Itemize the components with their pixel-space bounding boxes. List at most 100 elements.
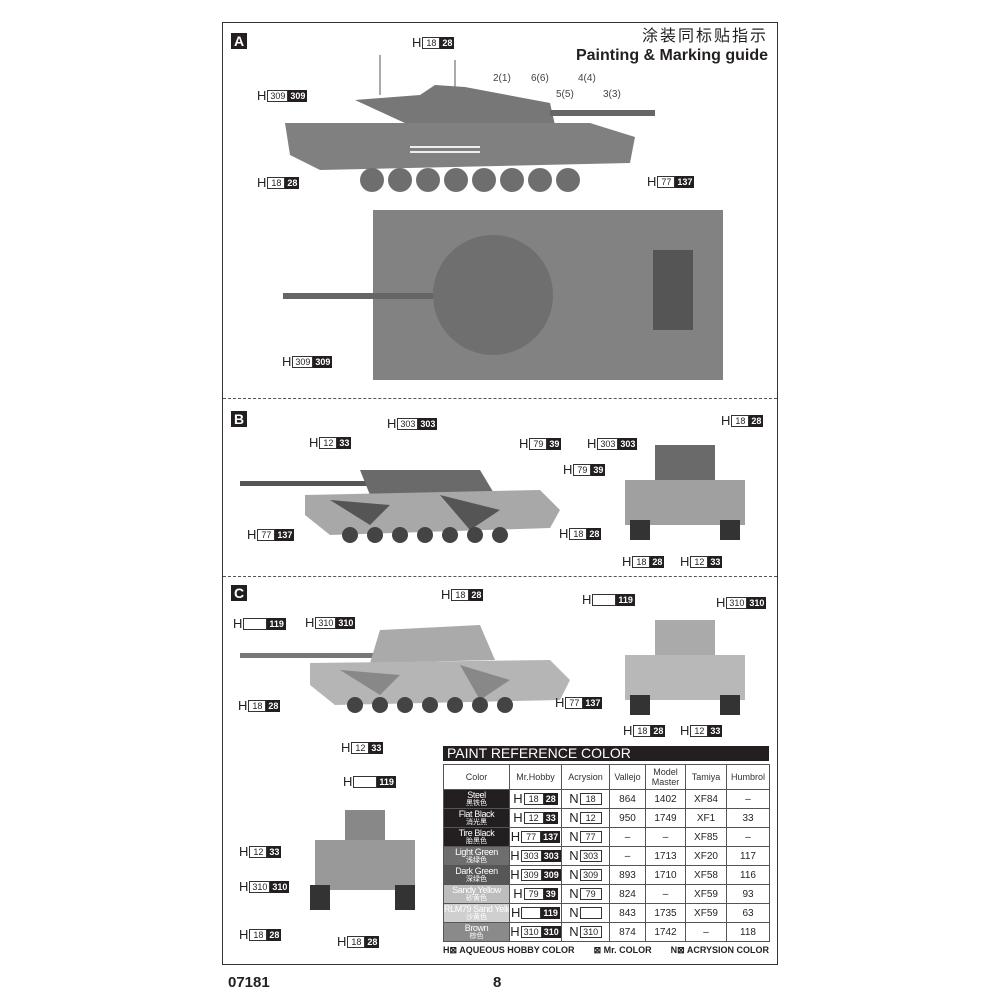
mr-color-code: 28 xyxy=(543,792,558,805)
color-name: Steel xyxy=(467,789,486,800)
color-name-cn: 沙黄色 xyxy=(466,913,487,921)
humbrol-cell: 117 xyxy=(726,846,770,866)
vallejo-cell: 893 xyxy=(609,865,646,885)
humbrol-cell: 118 xyxy=(726,922,770,942)
color-legend: H⊠ AQUEOUS HOBBY COLOR ⊠ Mr. COLOR N⊠ AC… xyxy=(443,945,769,956)
acrysion-code: 79 xyxy=(579,887,602,900)
humbrol-cell: – xyxy=(726,789,770,809)
acrysion-code: 77 xyxy=(579,830,602,843)
mr-color-code: 303 xyxy=(541,849,561,862)
tank-side-view-b xyxy=(240,470,560,543)
column-header: Model Master xyxy=(645,764,686,790)
model-master-cell: 1749 xyxy=(645,808,686,828)
table-title: PAINT REFERENCE COLOR xyxy=(443,746,769,761)
title-english: Painting & Marking guide xyxy=(575,47,768,64)
column-header: Color xyxy=(443,764,510,790)
mr-color-code: 119 xyxy=(541,906,560,919)
color-name: RLM79 Sand Yellow xyxy=(444,903,509,914)
color-name-cell: RLM79 Sand Yellow沙黄色 xyxy=(443,903,510,923)
column-header: Mr.Hobby xyxy=(509,764,562,790)
color-name-cn: 砂黄色 xyxy=(466,894,487,902)
section-label-a: A xyxy=(231,33,247,49)
mr-color-code: 33 xyxy=(543,811,558,824)
color-name: Sandy Yellow xyxy=(452,884,501,895)
color-name-cn: 胎黑色 xyxy=(466,837,487,845)
tamiya-cell: XF58 xyxy=(685,865,727,885)
humbrol-cell: – xyxy=(726,827,770,847)
tamiya-cell: XF59 xyxy=(685,884,727,904)
humbrol-cell: 116 xyxy=(726,865,770,885)
acrysion-cell: N xyxy=(561,903,610,923)
color-name-cn: 棕色 xyxy=(469,932,484,940)
mr-color-code: 309 xyxy=(541,868,561,881)
acrysion-code: 12 xyxy=(579,811,602,824)
aqueous-code: 309 xyxy=(520,868,542,881)
tank-front-view-c xyxy=(625,620,745,715)
humbrol-cell: 63 xyxy=(726,903,770,923)
aqueous-code: 310 xyxy=(520,925,542,938)
column-header: Acrysion xyxy=(561,764,610,790)
page-number: 8 xyxy=(493,974,502,991)
model-master-cell: 1735 xyxy=(645,903,686,923)
decal-number: 2(1) xyxy=(493,73,511,84)
color-name-cn: 深绿色 xyxy=(466,875,487,883)
section-label-b: B xyxy=(231,411,247,427)
color-name: Light Green xyxy=(455,846,498,857)
divider xyxy=(223,398,777,399)
tank-side-view-a xyxy=(285,55,655,192)
aqueous-code: 303 xyxy=(520,849,542,862)
legend-item: N⊠ ACRYSION COLOR xyxy=(670,945,769,955)
column-header: Vallejo xyxy=(609,764,646,790)
model-master-cell: – xyxy=(645,827,686,847)
tamiya-cell: – xyxy=(685,922,727,942)
section-label-c: C xyxy=(231,585,247,601)
color-name: Brown xyxy=(464,922,489,933)
aqueous-code: 12 xyxy=(523,811,544,824)
acrysion-code: 18 xyxy=(579,792,602,805)
humbrol-cell: 33 xyxy=(726,808,770,828)
model-master-cell: 1402 xyxy=(645,789,686,809)
tank-front-view-b xyxy=(625,445,745,540)
aqueous-code: 79 xyxy=(523,887,544,900)
vallejo-cell: 874 xyxy=(609,922,646,942)
acrysion-code: 309 xyxy=(579,868,602,881)
title-chinese: 涂装同标贴指示 xyxy=(641,28,768,45)
acrysion-code: 303 xyxy=(579,849,602,862)
mr-color-code: 137 xyxy=(541,830,561,843)
tamiya-cell: XF84 xyxy=(685,789,727,809)
